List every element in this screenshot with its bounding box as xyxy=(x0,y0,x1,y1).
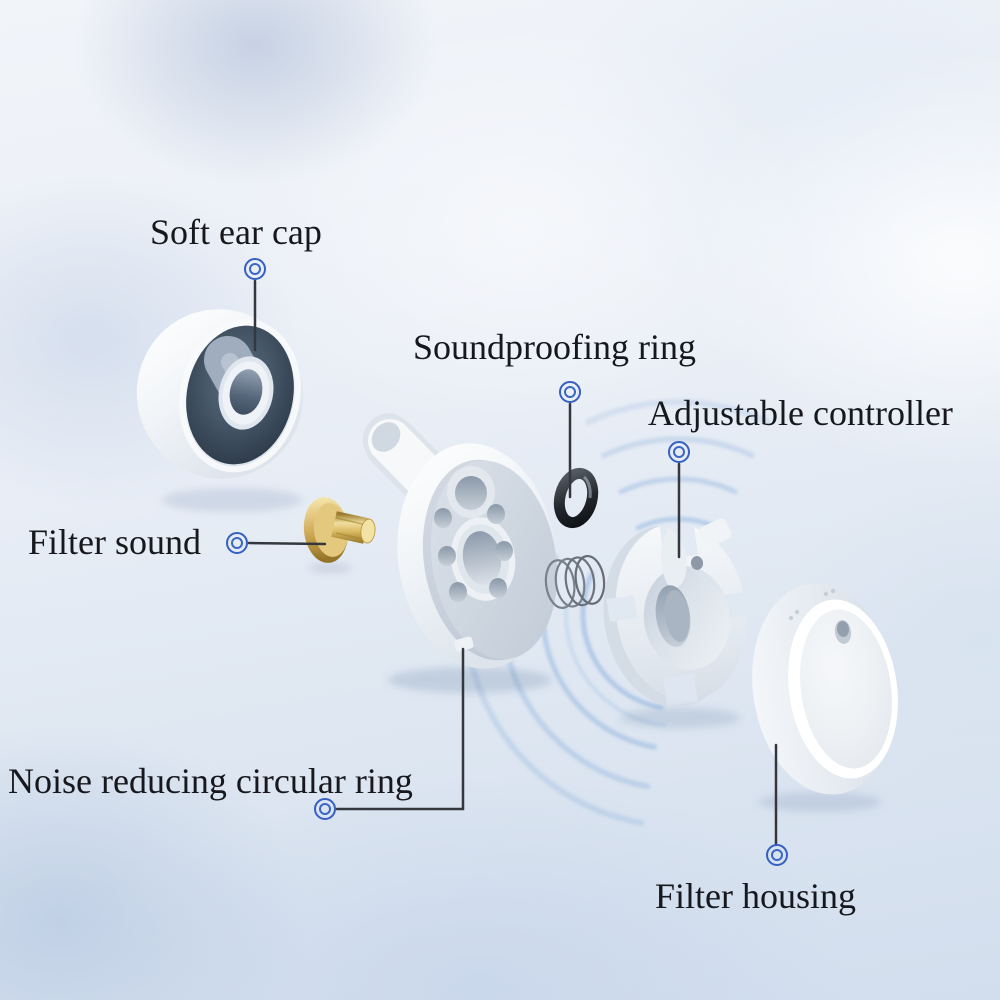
soundproofing-o-ring-part xyxy=(553,467,599,529)
adjustable-controller-part xyxy=(603,518,747,728)
label-filter-housing: Filter housing xyxy=(655,876,857,916)
callout-connector-lines xyxy=(247,279,778,846)
filter-sound-pin-part xyxy=(303,497,376,573)
label-filter-sound: Filter sound xyxy=(28,522,202,562)
callout-marker-adjustable-controller xyxy=(668,441,690,463)
marker-inner-ring xyxy=(231,537,243,549)
marker-inner-ring xyxy=(673,446,685,458)
label-adjustable-controller: Adjustable controller xyxy=(648,393,953,433)
label-noise-reducing-circular-ring: Noise reducing circular ring xyxy=(8,761,413,801)
callout-marker-noise-reducing-ring xyxy=(314,798,336,820)
marker-inner-ring xyxy=(319,803,331,815)
filter-housing-part xyxy=(752,583,898,812)
callout-marker-soundproofing-ring xyxy=(559,381,581,403)
callout-marker-soft-ear-cap xyxy=(244,258,266,280)
label-soft-ear-cap: Soft ear cap xyxy=(150,212,322,252)
marker-inner-ring xyxy=(249,263,261,275)
marker-inner-ring xyxy=(564,386,576,398)
label-soundproofing-ring: Soundproofing ring xyxy=(413,327,696,367)
callout-marker-filter-housing xyxy=(766,844,788,866)
callout-marker-filter-sound xyxy=(226,532,248,554)
marker-inner-ring xyxy=(771,849,783,861)
spring-part xyxy=(544,554,606,610)
noise-reducing-ring-housing-part xyxy=(362,413,558,693)
soft-ear-cap-part xyxy=(136,309,304,512)
